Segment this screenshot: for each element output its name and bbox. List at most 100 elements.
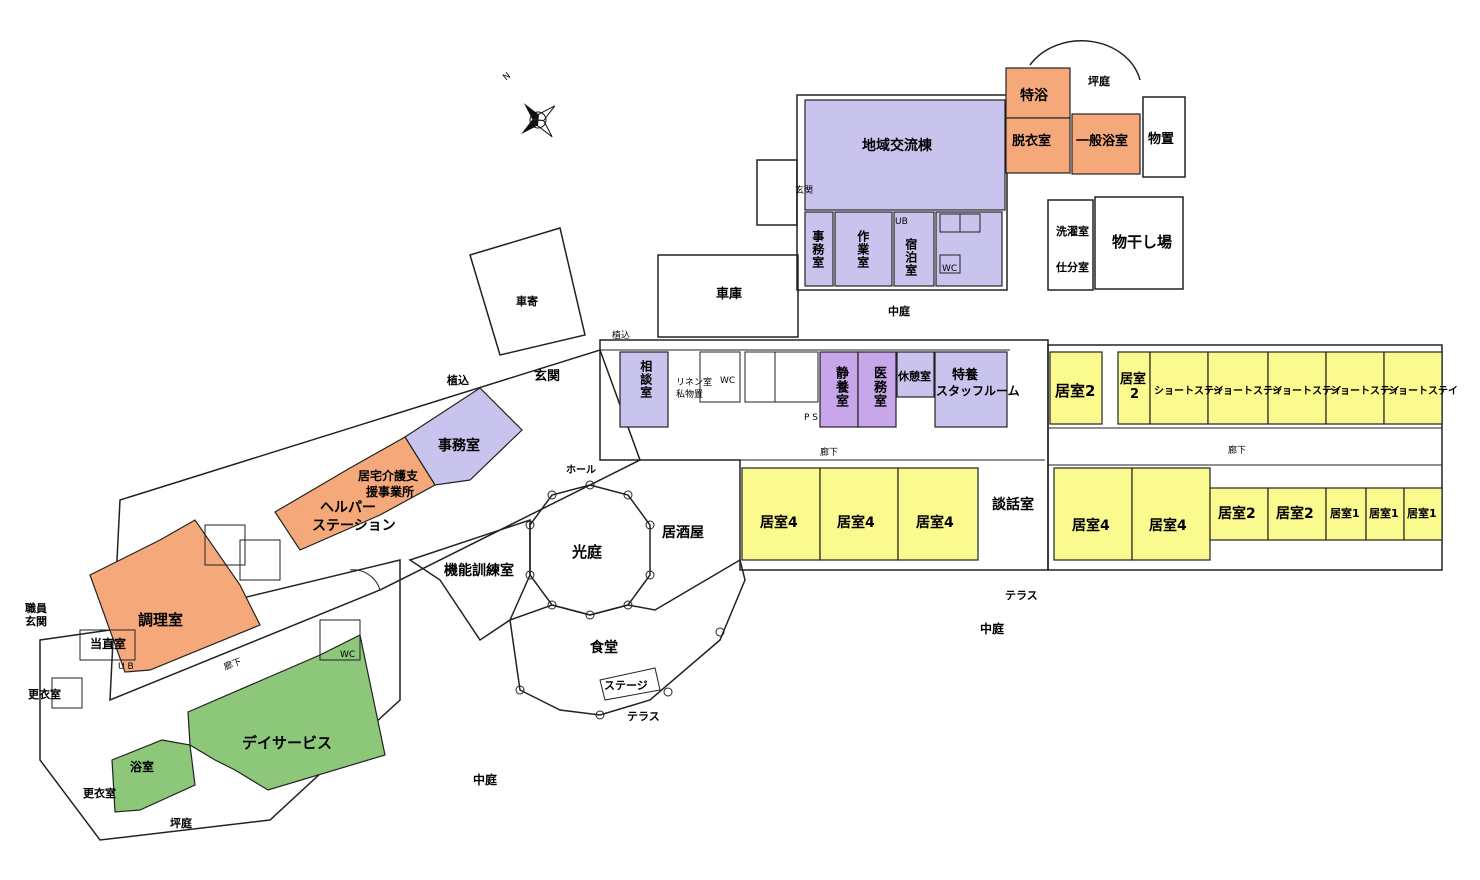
label-short-stay-5: ショートステイ: [1388, 386, 1458, 397]
room-special-bath: [1005, 67, 1071, 119]
label-wc-top: WC: [942, 264, 958, 274]
label-resident2-a: 居室2: [1055, 382, 1096, 400]
label-corridor-right: 廊下: [1228, 446, 1247, 456]
label-home-care-line1: 居宅介護支: [358, 469, 419, 483]
label-linen-room: リネン室: [676, 378, 713, 388]
room-short-stay-2: [1207, 351, 1269, 425]
label-special-bath: 特浴: [1020, 88, 1048, 104]
room-resident2-d: [1267, 487, 1327, 541]
building-outline-center: [599, 339, 1049, 571]
room-resident4-1: [741, 467, 821, 561]
building-outline-diagonal-wing: [109, 349, 641, 702]
label-resident4-2: 居室4: [837, 515, 875, 531]
label-courtyard-bottom: 中庭: [473, 773, 498, 787]
label-personal-storage: 私物置: [676, 390, 704, 400]
room-small-office: [804, 211, 834, 287]
room-community-wing: [804, 99, 1006, 211]
label-small-office: 事務室: [810, 230, 825, 269]
label-resident4-1: 居室4: [760, 515, 798, 531]
label-main-office: 事務室: [438, 438, 480, 454]
label-lounge: 談話室: [992, 497, 1034, 513]
label-small-entrance: 玄関: [795, 186, 814, 196]
room-lodging: [893, 211, 935, 287]
label-planting-left: 植込: [447, 374, 469, 387]
room-resident4-5: [1131, 467, 1211, 561]
label-short-stay-4: ショートステイ: [1330, 386, 1400, 397]
label-locker-bottom: 更衣室: [83, 787, 116, 800]
dining-outline: [509, 558, 746, 716]
label-ub-small: UB: [895, 217, 908, 227]
room-helper-station: [274, 436, 436, 551]
label-kitchen: 調理室: [138, 611, 184, 629]
label-terrace-right: テラス: [1005, 589, 1038, 602]
label-day-service: デイサービス: [242, 734, 333, 752]
label-dining: 食堂: [590, 640, 618, 656]
label-planting-top: 植込: [612, 331, 631, 341]
label-community-wing: 地域交流棟: [862, 138, 932, 154]
courtyard-arc: [1029, 40, 1141, 81]
label-light-court: 光庭: [572, 543, 603, 561]
room-resident4-2: [819, 467, 899, 561]
label-tokuyo: 特養: [952, 368, 979, 383]
room-dressing: [1005, 117, 1071, 174]
label-drying-area: 物干し場: [1112, 233, 1173, 251]
label-resident4-4: 居室4: [1072, 518, 1110, 534]
label-resident2-b-line2: 2: [1130, 387, 1140, 402]
label-break-room: 休憩室: [898, 370, 931, 383]
label-ps-center: P S: [804, 413, 819, 423]
room-general-bath: [1071, 113, 1141, 175]
label-home-care-line2: 援事業所: [366, 485, 415, 499]
label-resident1-3: 居室1: [1407, 507, 1437, 520]
label-hall: ホール: [566, 465, 596, 476]
label-helper-line1: ヘルパー: [320, 500, 376, 516]
label-bathroom: 浴室: [130, 760, 155, 774]
label-staff-entrance-line1: 職員: [25, 602, 47, 615]
label-short-stay-1: ショートステイ: [1154, 386, 1224, 397]
label-izakaya: 居酒屋: [662, 525, 704, 541]
room-day-service: [187, 634, 386, 791]
entrance-porch-outline: [756, 159, 798, 226]
label-training-room: 機能訓練室: [444, 563, 514, 579]
room-resident1-1: [1325, 487, 1367, 541]
storage-outline: [1142, 96, 1186, 178]
label-resident4-5: 居室4: [1149, 518, 1187, 534]
room-resident4-4: [1053, 467, 1133, 561]
label-courtyard-small-bottom: 坪庭: [170, 817, 192, 830]
label-general-bath: 一般浴室: [1076, 134, 1129, 149]
room-resident1-3: [1403, 487, 1443, 541]
room-work: [834, 211, 893, 287]
label-rest-room: 静養室: [832, 366, 848, 408]
label-resident4-3: 居室4: [916, 515, 954, 531]
label-short-stay-2: ショートステイ: [1213, 386, 1283, 397]
room-kitchen: [89, 519, 261, 673]
label-wc-left: WC: [340, 650, 356, 660]
room-bathroom: [111, 739, 196, 813]
label-lodging-room: 宿泊室: [903, 238, 918, 277]
room-consultation: [619, 351, 669, 428]
label-garage: 車庫: [716, 287, 743, 302]
label-resident2-d: 居室2: [1276, 506, 1314, 522]
label-stage: ステージ: [604, 679, 648, 692]
label-resident1-1: 居室1: [1330, 507, 1360, 520]
label-resident1-2: 居室1: [1369, 507, 1399, 520]
label-courtyard-center: 中庭: [888, 305, 910, 318]
laundry-outline: [1047, 199, 1094, 291]
room-staff: [934, 351, 1008, 428]
label-courtyard-top: 坪庭: [1088, 75, 1110, 88]
label-wc-center: WC: [720, 376, 736, 386]
room-wc-block: [935, 211, 1003, 287]
label-terrace-bottom: テラス: [627, 710, 660, 723]
label-resident2-b-line1: 居室: [1120, 372, 1147, 387]
label-consultation-room: 相談室: [638, 360, 653, 399]
label-short-stay-3: ショートステイ: [1272, 386, 1342, 397]
room-resident4-3: [897, 467, 979, 561]
label-porte-cochere: 車寄: [516, 295, 538, 308]
label-resident2-c: 居室2: [1218, 506, 1256, 522]
label-medical-room: 医務室: [870, 366, 886, 408]
compass-rose-icon: [521, 103, 556, 138]
garage-outline: [657, 254, 799, 338]
label-work-room: 作業室: [855, 230, 870, 269]
label-staff-entrance-line2: 玄関: [25, 615, 47, 628]
room-short-stay-5: [1383, 351, 1443, 425]
